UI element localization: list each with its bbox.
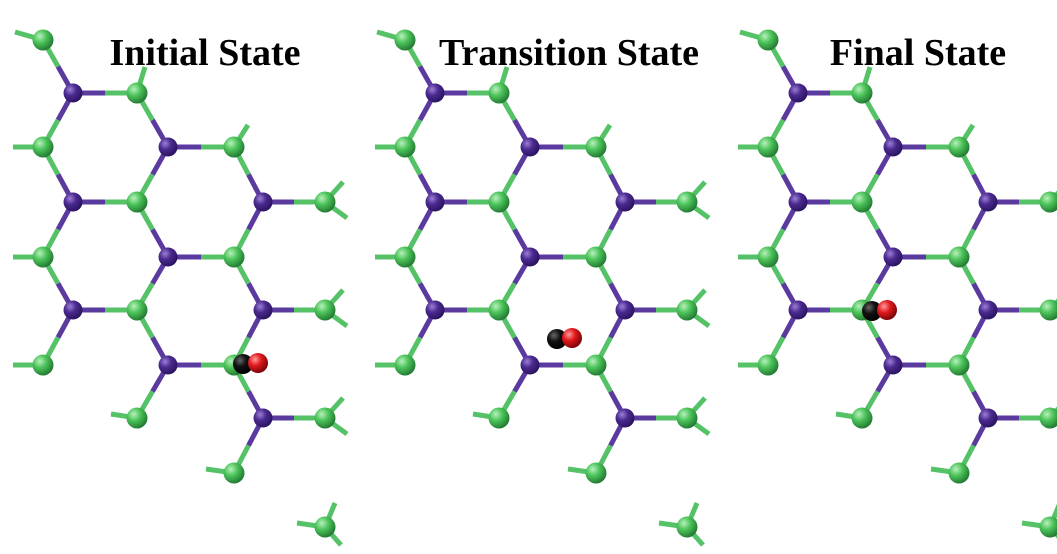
- green-atom: [585, 354, 607, 376]
- green-atom: [394, 246, 416, 268]
- green-atom: [314, 299, 336, 321]
- green-atom: [1039, 516, 1057, 538]
- green-atom: [488, 191, 510, 213]
- green-atom: [757, 136, 779, 158]
- purple-atom: [158, 137, 178, 157]
- green-atom: [394, 354, 416, 376]
- green-atom: [757, 246, 779, 268]
- green-atom: [757, 354, 779, 376]
- purple-atom: [978, 408, 998, 428]
- purple-atom: [253, 300, 273, 320]
- green-atom: [1039, 299, 1057, 321]
- green-atom: [32, 136, 54, 158]
- panel-transition-state: [375, 29, 711, 547]
- green-atom: [851, 191, 873, 213]
- green-atom: [314, 407, 336, 429]
- purple-atom: [615, 300, 635, 320]
- green-atom: [223, 136, 245, 158]
- green-atom: [585, 246, 607, 268]
- purple-atom: [425, 300, 445, 320]
- purple-atom: [788, 83, 808, 103]
- green-atom: [32, 354, 54, 376]
- purple-atom: [63, 83, 83, 103]
- green-atom: [851, 82, 873, 104]
- title-transition-state: Transition State: [439, 32, 699, 74]
- green-atom: [223, 246, 245, 268]
- green-atom: [126, 299, 148, 321]
- green-atom: [126, 82, 148, 104]
- green-atom: [948, 136, 970, 158]
- purple-atom: [425, 83, 445, 103]
- green-atom: [488, 299, 510, 321]
- green-atom: [394, 136, 416, 158]
- purple-atom: [158, 247, 178, 267]
- oxygen-atom: [248, 353, 268, 373]
- green-atom: [676, 407, 698, 429]
- purple-atom: [615, 192, 635, 212]
- purple-atom: [788, 300, 808, 320]
- purple-atom: [978, 192, 998, 212]
- purple-atom: [978, 300, 998, 320]
- carbon-atom: [862, 301, 882, 321]
- carbon-atom: [547, 329, 567, 349]
- green-atom: [314, 516, 336, 538]
- green-atom: [585, 136, 607, 158]
- green-atom: [394, 29, 416, 51]
- purple-atom: [425, 192, 445, 212]
- oxygen-atom: [562, 328, 582, 348]
- green-atom: [488, 407, 510, 429]
- purple-atom: [520, 137, 540, 157]
- green-atom: [32, 29, 54, 51]
- green-atom: [948, 462, 970, 484]
- green-atom: [851, 407, 873, 429]
- green-atom: [676, 191, 698, 213]
- carbon-atom: [233, 354, 253, 374]
- green-atom: [314, 191, 336, 213]
- green-atom: [948, 354, 970, 376]
- green-atom: [757, 29, 779, 51]
- oxygen-atom: [877, 300, 897, 320]
- green-atom: [948, 246, 970, 268]
- purple-atom: [520, 247, 540, 267]
- title-final-state: Final State: [830, 32, 1006, 74]
- purple-atom: [63, 300, 83, 320]
- purple-atom: [158, 355, 178, 375]
- green-atom: [676, 299, 698, 321]
- purple-atom: [883, 355, 903, 375]
- green-atom: [585, 462, 607, 484]
- green-atom: [1039, 407, 1057, 429]
- green-atom: [676, 516, 698, 538]
- panel-initial-state: [13, 29, 349, 547]
- title-initial-state: Initial State: [109, 32, 300, 74]
- purple-atom: [253, 408, 273, 428]
- purple-atom: [253, 192, 273, 212]
- purple-atom: [883, 247, 903, 267]
- purple-atom: [63, 192, 83, 212]
- green-atom: [32, 246, 54, 268]
- purple-atom: [883, 137, 903, 157]
- purple-atom: [788, 192, 808, 212]
- green-atom: [223, 462, 245, 484]
- green-atom: [126, 191, 148, 213]
- purple-atom: [615, 408, 635, 428]
- purple-atom: [520, 355, 540, 375]
- green-atom: [126, 407, 148, 429]
- green-atom: [488, 82, 510, 104]
- green-atom: [1039, 191, 1057, 213]
- panel-final-state: [738, 29, 1057, 539]
